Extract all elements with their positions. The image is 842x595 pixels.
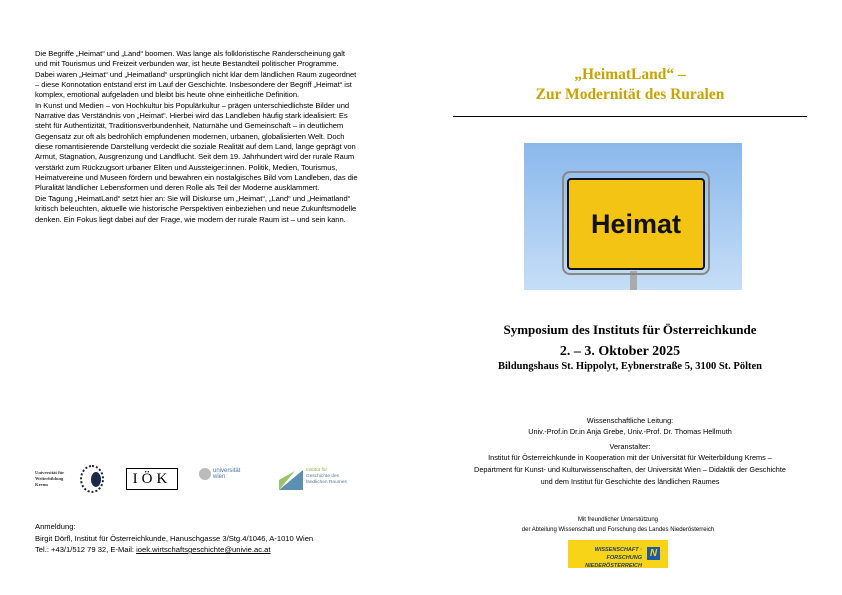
intro-line: Heimatvereine und Museen fördern und bew…: [35, 173, 358, 183]
lead-names: Univ.-Prof.in Dr.in Anja Grebe, Univ.-Pr…: [528, 427, 732, 436]
event-date: 2. – 3. Oktober 2025: [559, 344, 681, 359]
intro-line: In Kunst und Medien – von Hochkultur bis…: [35, 100, 350, 110]
donau-uni-seal-icon: [80, 465, 104, 493]
page-subtitle: Zur Modernität des Ruralen: [535, 86, 725, 103]
logo-text: WISSENSCHAFT · FORSCHUNG: [594, 547, 642, 561]
organizer-line: und dem Institut für Geschichte des länd…: [540, 477, 720, 486]
divider: [453, 116, 807, 117]
email-link[interactable]: ioek.wirtschaftsgeschichte@univie.ac.at: [136, 545, 271, 554]
page-title: „HeimatLand“ –: [574, 66, 686, 83]
intro-line: denken. Ein Fokus liegt dabei auf der Fr…: [35, 214, 346, 224]
intro-line: – diese Konnotation entstand erst im Lau…: [35, 80, 352, 90]
symposium-title: Symposium des Instituts für Österreichku…: [503, 322, 757, 337]
logo-text: N: [649, 548, 658, 559]
registration-contact: Tel.: +43/1/512 79 32, E-Mail: ioek.wirt…: [35, 545, 270, 554]
logo-igl: Institut für Geschichte des ländlichen R…: [279, 468, 347, 490]
logo-iok: IÖK: [126, 468, 178, 490]
intro-line: Die Begriffe „Heimat“ und „Land“ boomen.…: [35, 49, 345, 58]
support-text: der Abteilung Wissenschaft und Forschung…: [521, 527, 715, 533]
intro-line: Armut, Stagnation, Ausgrenzung und Landf…: [35, 152, 355, 162]
intro-line: steht für Authentizität, Traditionsverbu…: [35, 121, 344, 131]
logo-text: NIEDERÖSTERREICH: [585, 563, 642, 569]
logo-text: ländlichen Raumes: [306, 480, 347, 485]
intro-text: Die Begriffe „Heimat“ und „Land“ boomen.…: [35, 49, 395, 225]
registration-address: Birgit Dörfl, Institut für Österreichkun…: [35, 534, 314, 543]
logo-text: Universität für: [35, 470, 65, 475]
lead-label: Wissenschaftliche Leitung:: [586, 416, 674, 425]
sign-text: Heimat: [590, 208, 682, 239]
logo-text: IÖK: [132, 471, 172, 487]
noe-wissenschaft-logo: WISSENSCHAFT · FORSCHUNG NIEDERÖSTERREIC…: [568, 540, 668, 569]
logo-text: wien: [213, 474, 226, 480]
logo-text: universität: [213, 468, 241, 474]
logo-uni-wien: universität wien: [199, 468, 240, 480]
logo-text: Weiterbildung: [35, 476, 64, 481]
intro-line: kritisch beleuchten, aktuelle wie histor…: [35, 204, 357, 214]
intro-line: und mit Tourismus und Freizeit verbunden…: [35, 59, 339, 69]
logo-text: Geschichte des: [306, 474, 340, 479]
event-venue: Bildungshaus St. Hippolyt, Eybnerstraße …: [497, 361, 762, 372]
organizer-line: Institut für Österreichkunde in Kooperat…: [488, 453, 772, 462]
intro-line: Dabei waren „Heimat“ und „Heimatland“ ur…: [35, 69, 357, 79]
organizer-line: Department für Kunst- und Kulturwissensc…: [474, 465, 786, 474]
igl-mark-icon: [279, 470, 303, 490]
intro-line: Pluralität ländlicher Lebensformen und d…: [35, 183, 320, 193]
registration-label: Anmeldung:: [35, 522, 76, 531]
intro-line: diese romantisierende Darstellung verdec…: [35, 142, 356, 152]
support-label: Mit freundlicher Unterstützung: [577, 517, 659, 523]
intro-line: Gegensatz zur oft als bedrohlich empfund…: [35, 131, 345, 141]
organizer-label: Veranstalter:: [609, 442, 651, 451]
intro-line: verstärkt zum Rückzugsort urbaner Eliten…: [35, 162, 338, 172]
intro-line: Narrative das Verständnis von „Heimat“. …: [35, 111, 348, 121]
heimat-sign-image: Heimat: [524, 143, 742, 290]
intro-line: Die Tagung „HeimatLand“ setzt hier an: S…: [35, 193, 351, 203]
logo-text: Institut für: [306, 468, 328, 473]
noe-badge-icon: N: [647, 547, 660, 560]
logo-text: Krems: [35, 482, 49, 487]
logo-krems: Universität für Weiterbildung Krems: [35, 470, 64, 488]
intro-line: komplex, emotional aufgeladen und bleibt…: [35, 90, 300, 100]
phone: Tel.: +43/1/512 79 32, E-Mail:: [35, 545, 137, 554]
uni-wien-seal-icon: [199, 468, 211, 480]
